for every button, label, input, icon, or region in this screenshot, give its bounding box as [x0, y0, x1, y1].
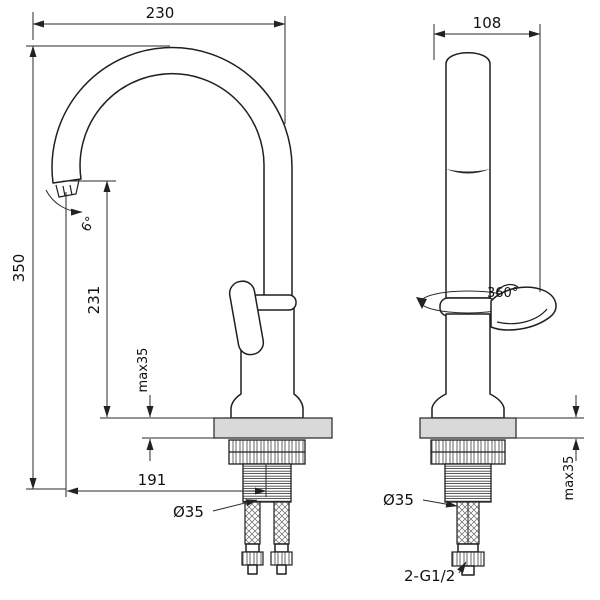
- supply-hose: [273, 501, 290, 545]
- hose-ferrule: [245, 543, 260, 553]
- dim-label-6deg: 6°: [79, 214, 99, 234]
- dim-thread-spec: 2-G1/2: [404, 561, 467, 585]
- dim-label-thread: 2-G1/2: [404, 567, 455, 585]
- swivel-arrow-icon: [416, 297, 427, 309]
- dim-label-max35-right: max35: [562, 456, 577, 501]
- dim-outlet-angle: 6°: [45, 189, 99, 234]
- handle-front: [490, 283, 557, 331]
- leader-line: [457, 561, 467, 574]
- faucet-body-front: [431, 313, 505, 419]
- mounting-hardware-side: [228, 439, 306, 503]
- dim-label-230: 230: [146, 4, 175, 22]
- handle-detail-line: [496, 308, 548, 325]
- angle-arc: [45, 189, 83, 216]
- spout-tube: [51, 46, 293, 317]
- leader-line: [422, 499, 458, 508]
- handle-top-tab: [496, 283, 520, 293]
- dim-label-dia35-left: Ø35: [173, 503, 204, 521]
- dim-label-max35-left: max35: [136, 348, 151, 393]
- hose-nut: [241, 551, 264, 566]
- hose-tip: [461, 565, 475, 576]
- supply-hoses-side: [241, 501, 293, 575]
- aerator-line: [62, 185, 66, 197]
- hose-nut: [270, 551, 293, 566]
- front-view: [416, 52, 557, 576]
- aerator-line: [69, 184, 73, 196]
- dim-hole-dia-right: Ø35: [383, 491, 458, 509]
- threaded-shank: [242, 463, 292, 503]
- hose-tip: [247, 564, 258, 575]
- leader-line: [212, 499, 258, 512]
- threaded-shank: [444, 463, 492, 503]
- column-front: [445, 52, 491, 299]
- dim-label-dia35-right: Ø35: [383, 491, 414, 509]
- dim-spout-reach: 191: [65, 192, 267, 497]
- aerator: [55, 179, 80, 198]
- side-view: [51, 46, 333, 575]
- hose-ferrule: [274, 543, 289, 553]
- dim-label-108: 108: [473, 14, 502, 32]
- dim-top-width: 230: [32, 4, 286, 124]
- countertop-side: [213, 417, 333, 439]
- countertop-front: [419, 417, 517, 439]
- handle-side: [228, 280, 265, 356]
- hose-ferrule: [457, 543, 479, 553]
- dim-overall-height: 350: [10, 45, 170, 490]
- dimensions: 230 350 231 6° max35: [10, 4, 584, 585]
- dim-label-350: 350: [10, 254, 28, 283]
- dim-hole-dia-left: Ø35: [173, 499, 258, 521]
- dim-swivel: 360°: [487, 286, 518, 301]
- dim-front-width: 108: [433, 14, 541, 292]
- column-seam: [446, 169, 490, 174]
- dim-max-counter-left: max35: [136, 348, 214, 461]
- supply-hose: [244, 501, 261, 545]
- hose-nut: [451, 551, 485, 567]
- dim-label-231: 231: [85, 286, 103, 315]
- mounting-hardware-front: [430, 439, 506, 576]
- gooseneck-spout: [51, 46, 293, 317]
- hose-tip: [276, 564, 287, 575]
- dim-label-360: 360°: [487, 286, 518, 301]
- dim-label-191: 191: [138, 471, 167, 489]
- dim-max-counter-right: max35: [516, 395, 584, 500]
